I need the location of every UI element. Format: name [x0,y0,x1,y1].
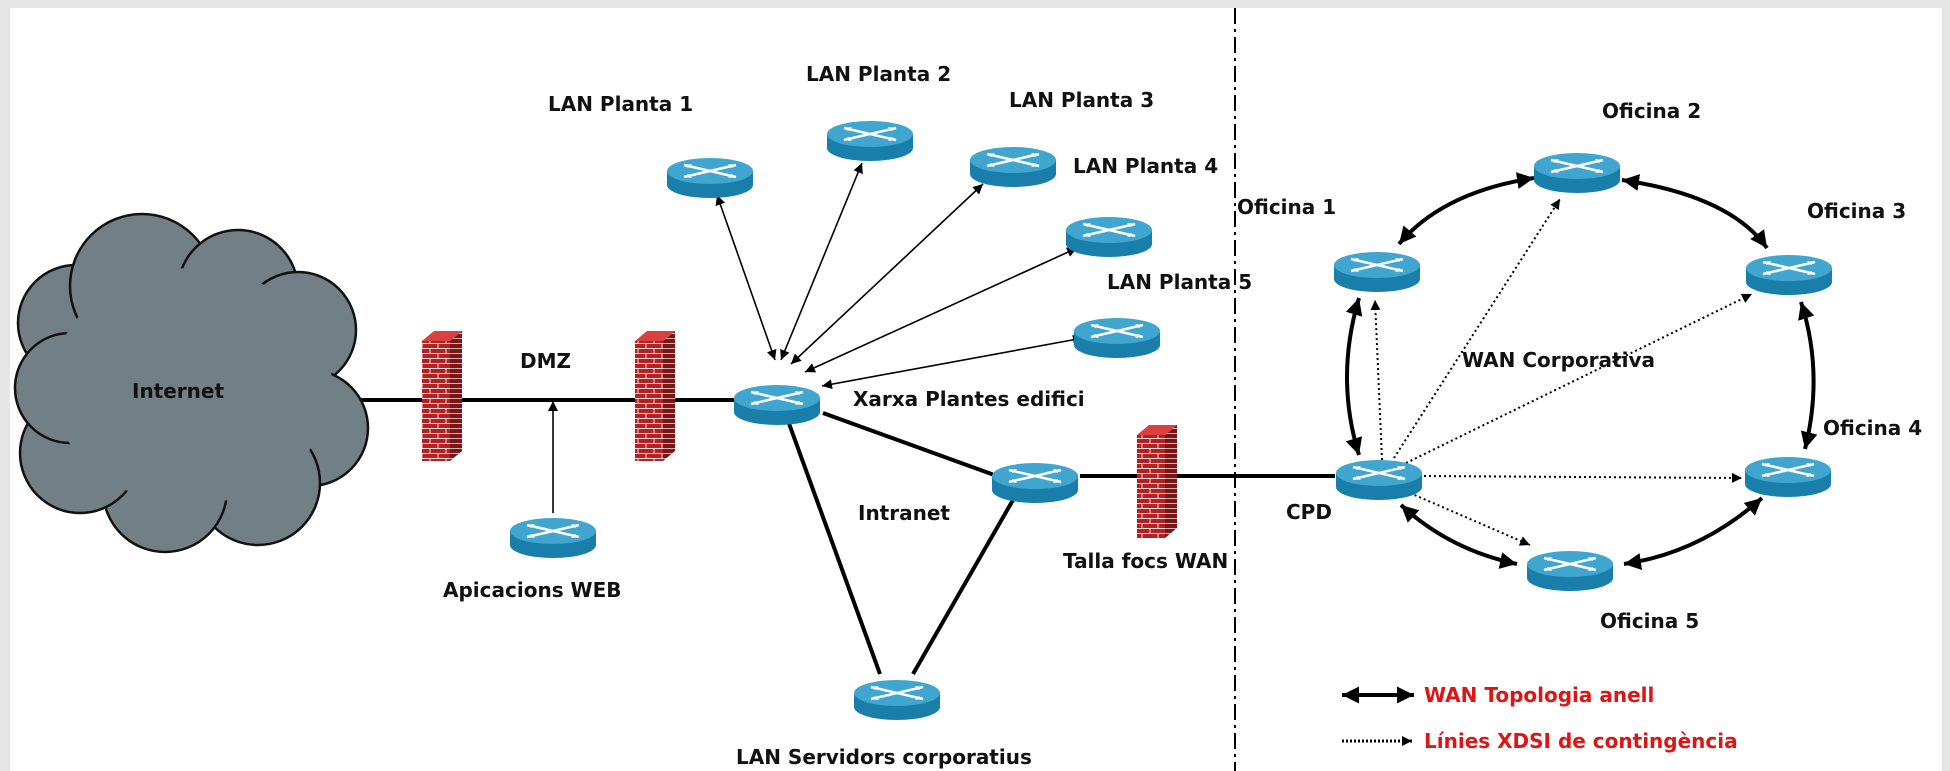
router-oficina-3 [1744,253,1834,297]
internet-cloud [13,212,370,554]
backup-cpd-of3 [1405,293,1753,464]
label-lan-servidors: LAN Servidors corporatius [736,745,1032,769]
router-oficina-1 [1332,250,1422,294]
ring-of2-of1 [1397,172,1535,246]
label-web-apps: Apicacions WEB [443,578,622,602]
link-core-planta5 [821,334,1084,390]
label-wan-corporativa: WAN Corporativa [1462,348,1655,372]
router-lan-planta-1 [665,156,755,200]
ring-cpd-of5 [1399,503,1518,569]
router-xarxa-plantes [732,383,822,427]
label-dmz: DMZ [520,349,571,373]
label-cpd: CPD [1286,500,1332,524]
label-oficina-5: Oficina 5 [1600,609,1699,633]
label-oficina-2: Oficina 2 [1602,99,1701,123]
label-lan-planta-3: LAN Planta 3 [1009,88,1154,112]
ring-of3-of4 [1798,301,1818,450]
firewall-wan [1137,425,1177,538]
backup-cpd-of5 [1409,492,1531,546]
router-lan-planta-3 [968,145,1058,189]
legend: WAN Topologia anell Línies XDSI de conti… [1342,683,1738,753]
backup-lines [1370,198,1753,546]
label-talla-focs: Talla focs WAN [1063,549,1228,573]
ring-of1-cpd [1345,297,1363,456]
label-oficina-1: Oficina 1 [1237,195,1336,219]
router-oficina-5 [1525,549,1615,593]
label-lan-planta-4: LAN Planta 4 [1073,154,1218,178]
firewall-2 [635,331,675,461]
label-intranet: Intranet [858,501,950,525]
link-core-planta1 [715,194,777,361]
label-lan-planta-1: LAN Planta 1 [548,92,693,116]
ring-of2-of3 [1621,174,1769,250]
ring-of4-of5 [1623,496,1764,570]
router-lan-planta-2 [825,119,915,163]
label-internet: Internet [132,379,224,403]
link-core-planta4 [804,247,1078,373]
legend-ring-label: WAN Topologia anell [1424,683,1654,707]
backup-cpd-of1 [1370,299,1383,461]
link-intranet-servers [911,492,1019,675]
router-intranet [990,461,1080,505]
router-oficina-4 [1743,455,1833,499]
backup-cpd-of4 [1423,472,1743,483]
label-oficina-4: Oficina 4 [1823,416,1922,440]
backup-cpd-of2 [1393,198,1561,459]
link-core-servers [785,417,882,675]
router-cpd [1334,458,1424,502]
link-core-planta3 [790,183,984,365]
router-web-apps [508,516,598,560]
label-oficina-3: Oficina 3 [1807,199,1906,223]
label-xarxa-plantes: Xarxa Plantes edifici [853,387,1085,411]
router-lan-servidors [852,678,942,722]
firewall-1 [422,331,462,461]
router-lan-planta-4 [1064,215,1154,259]
diagram-canvas: Internet DMZ Apicacions WEB LAN Planta 1… [13,8,1922,771]
network-diagram: Internet DMZ Apicacions WEB LAN Planta 1… [10,8,1942,771]
thin-arrows [548,162,1084,513]
trunk-links [355,398,1335,675]
legend-backup-label: Línies XDSI de contingència [1424,729,1738,753]
link-core-intranet [822,411,998,478]
wan-ring [1345,172,1818,570]
router-lan-planta-5 [1072,316,1162,360]
label-lan-planta-2: LAN Planta 2 [806,62,951,86]
router-oficina-2 [1532,151,1622,195]
link-core-planta2 [780,162,863,361]
label-lan-planta-5: LAN Planta 5 [1107,270,1252,294]
